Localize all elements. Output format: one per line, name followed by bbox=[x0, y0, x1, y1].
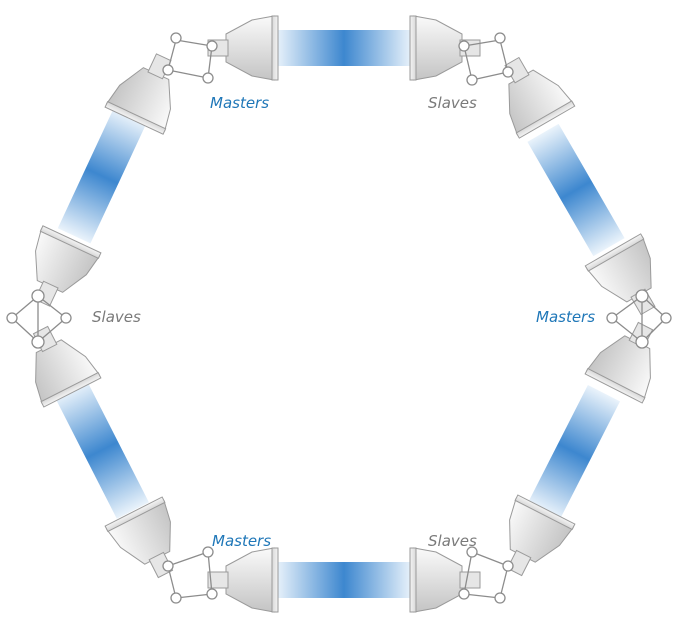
label-slaves-left: Slaves bbox=[92, 308, 141, 326]
link-upper-left bbox=[57, 108, 147, 244]
link-lower-right bbox=[527, 385, 621, 519]
links bbox=[55, 30, 625, 598]
dish-antenna-icon bbox=[207, 15, 279, 81]
link-upper-right bbox=[527, 123, 625, 257]
dish-antenna-icon bbox=[584, 321, 654, 404]
link-bottom bbox=[276, 562, 412, 598]
dish-antenna-icon bbox=[207, 547, 279, 613]
mount-bracket-icon bbox=[458, 546, 514, 604]
mount-bracket-icon bbox=[162, 546, 218, 604]
mounts bbox=[6, 32, 672, 604]
label-slaves-top-right: Slaves bbox=[428, 94, 477, 112]
dish-antenna-icon bbox=[104, 53, 172, 135]
mount-bracket-icon bbox=[606, 289, 672, 349]
labels: Masters Slaves Slaves Masters Masters Sl… bbox=[92, 94, 595, 550]
dish-antenna-icon bbox=[409, 547, 481, 613]
dish-antenna-icon bbox=[504, 56, 576, 139]
label-masters-right: Masters bbox=[536, 308, 595, 326]
mount-bracket-icon bbox=[162, 32, 218, 84]
mount-bracket-icon bbox=[458, 32, 514, 86]
dish-antenna-icon bbox=[506, 494, 576, 577]
label-masters-top-left: Masters bbox=[210, 94, 269, 112]
dish-antenna-icon bbox=[34, 225, 102, 307]
mount-bracket-icon bbox=[6, 289, 72, 349]
label-masters-bottom-left: Masters bbox=[212, 532, 271, 550]
link-top bbox=[276, 30, 412, 66]
dish-antenna-icon bbox=[32, 325, 102, 408]
label-slaves-bottom-right: Slaves bbox=[428, 532, 477, 550]
link-lower-left bbox=[55, 381, 149, 519]
dish-antenna-icon bbox=[104, 496, 174, 579]
